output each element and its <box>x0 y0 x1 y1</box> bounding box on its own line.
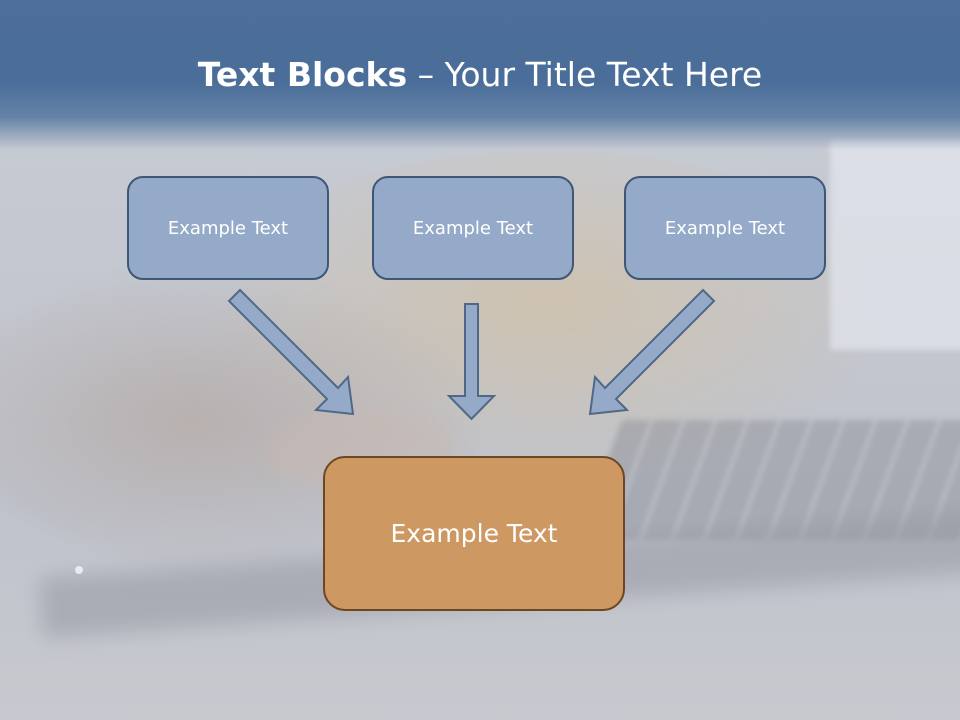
text-block-right[interactable]: Example Text <box>624 176 826 280</box>
text-block-center-label: Example Text <box>412 217 534 239</box>
background-photo-light-dot <box>75 566 83 574</box>
slide-title: Text Blocks – Your Title Text Here <box>0 52 960 98</box>
slide-title-bold: Text Blocks <box>197 55 408 94</box>
arrow-left-diagonal <box>227 288 355 416</box>
background-photo-screen <box>830 140 960 350</box>
slide-title-rest: – Your Title Text Here <box>407 55 763 94</box>
arrow-right-diagonal <box>588 288 716 416</box>
text-block-left-label: Example Text <box>167 217 289 239</box>
text-block-center[interactable]: Example Text <box>372 176 574 280</box>
title-bar <box>0 0 960 150</box>
text-block-right-label: Example Text <box>664 217 786 239</box>
text-block-target[interactable]: Example Text <box>323 456 625 611</box>
text-block-left[interactable]: Example Text <box>127 176 329 280</box>
arrow-center-down <box>446 303 497 421</box>
text-block-target-label: Example Text <box>390 519 558 548</box>
